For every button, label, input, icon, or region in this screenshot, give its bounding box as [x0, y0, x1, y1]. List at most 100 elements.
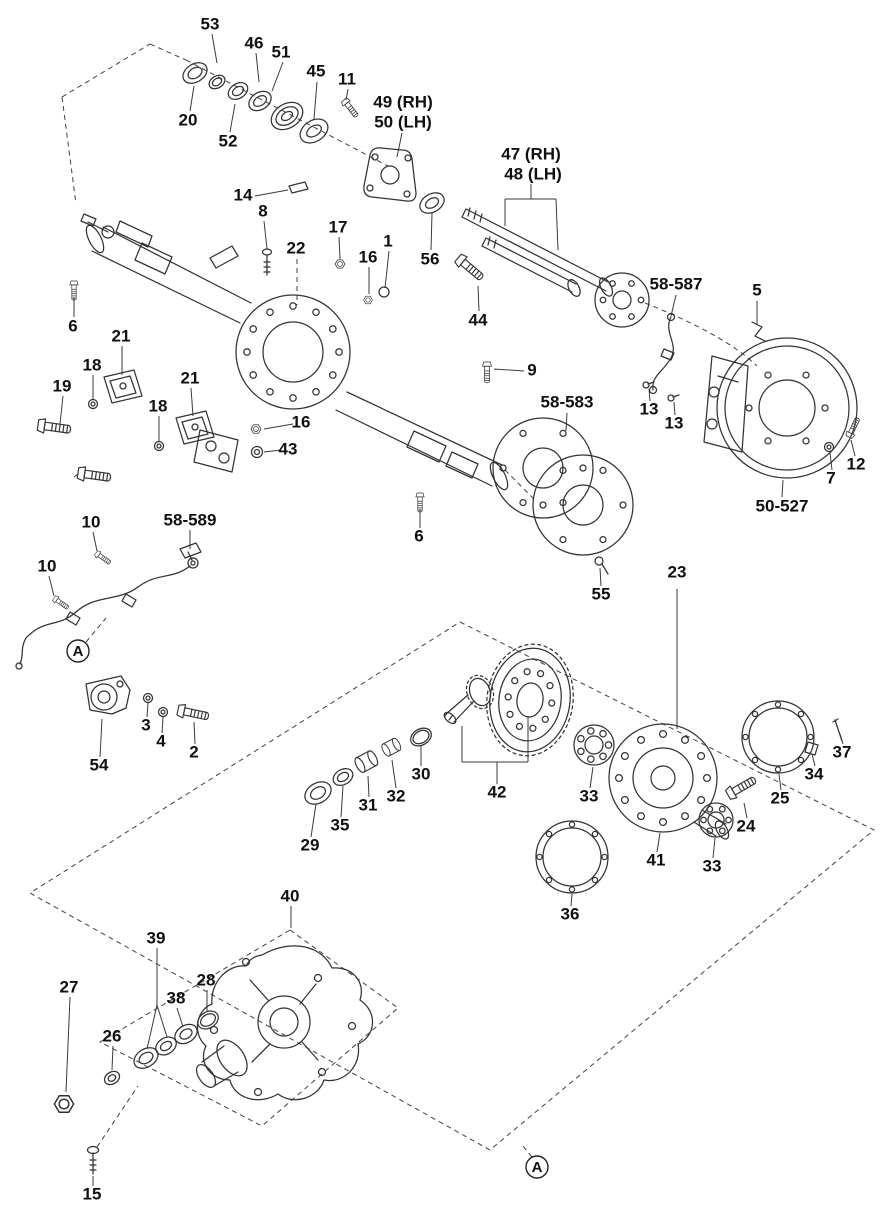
part-label-16: 16: [359, 247, 378, 266]
bolt-hole: [680, 812, 690, 821]
differential-internals: [304, 643, 843, 894]
bolt-hole: [697, 795, 706, 805]
bolt-hole: [519, 429, 527, 438]
part-label-49-rh-: 49 (RH): [373, 92, 433, 111]
part-label-12: 12: [847, 454, 866, 473]
part-label-21: 21: [181, 368, 200, 387]
oil-seal: [299, 118, 329, 144]
bolt-hole: [599, 466, 607, 475]
bolt-hole: [515, 722, 524, 731]
part-label-26: 26: [103, 1026, 122, 1045]
bolt-hole: [700, 816, 707, 824]
bolt-hole: [545, 830, 553, 838]
bolt-hole: [680, 735, 690, 744]
reference-marker-label: A: [532, 1159, 543, 1176]
ring-gear: [486, 643, 574, 757]
bolt-hole: [620, 795, 629, 805]
bolt-hole: [536, 853, 543, 861]
bolt-hole: [586, 727, 595, 735]
axle-shafts: [461, 207, 650, 328]
bolt-15: [86, 1145, 100, 1175]
part-label-15: 15: [83, 1184, 102, 1203]
bolt-hole: [591, 876, 599, 884]
part-label-51: 51: [272, 42, 291, 61]
bolt-hole: [742, 733, 749, 741]
bolt-hole: [559, 498, 567, 507]
bolt-hole: [614, 773, 624, 783]
part-label-38: 38: [167, 988, 186, 1007]
part-label-47-rh-: 47 (RH): [501, 144, 561, 163]
reference-marker-a: A: [66, 639, 90, 663]
bolt-hole: [249, 325, 258, 333]
part-label-46: 46: [245, 33, 264, 52]
part-label-14: 14: [234, 185, 253, 204]
axle-seal-56: [419, 192, 445, 214]
bolt-hole: [751, 756, 759, 764]
bolt-hole: [335, 348, 343, 356]
bolt-19a: [36, 417, 73, 438]
bolt-hole: [797, 710, 805, 718]
part-label-6: 6: [414, 526, 423, 545]
bolt-hole: [243, 348, 251, 356]
abs-sensor-wire: [15, 542, 202, 670]
bolt-hole: [628, 280, 635, 287]
bolt-hole: [821, 404, 829, 412]
gasket-25: [741, 700, 815, 774]
carrier-housing-boundary: [98, 929, 399, 1127]
nut-17: [334, 259, 346, 269]
hub-bearing-seal-stack: [182, 62, 329, 144]
part-label-40: 40: [281, 886, 300, 905]
bolt-hole: [599, 729, 607, 738]
part-label-10: 10: [38, 556, 57, 575]
bolt-hole: [764, 437, 772, 445]
housing-hardware: [250, 181, 373, 459]
pinion-carrier-housing: [195, 945, 374, 1101]
bolt-hole: [658, 817, 668, 827]
part-label-23: 23: [668, 562, 687, 581]
bolt-hole: [328, 371, 337, 379]
part-label-30: 30: [412, 764, 431, 783]
pin-37: [832, 718, 843, 742]
bolt-9: [482, 361, 492, 384]
bolt-hole: [802, 437, 810, 445]
fitting-13a: [642, 381, 650, 389]
bolt-hole: [599, 535, 607, 544]
spacer-32: [379, 736, 403, 758]
bolt-hole: [577, 747, 585, 756]
bolt-hole: [289, 302, 297, 310]
part-label-4: 4: [156, 731, 166, 750]
washer-43: [250, 445, 264, 459]
part-label-6: 6: [68, 316, 77, 335]
part-label-39: 39: [147, 928, 166, 947]
pinion-seal-stack: [53, 1010, 219, 1175]
part-label-13: 13: [640, 399, 659, 418]
bolt-hole: [541, 715, 549, 723]
part-label-45: 45: [307, 61, 326, 80]
part-label-48-lh-: 48 (LH): [504, 164, 562, 183]
nut-27: [53, 1094, 75, 1114]
washer-7: [823, 441, 835, 453]
part-label-20: 20: [179, 110, 198, 129]
part-label-31: 31: [359, 795, 378, 814]
bolt-hole: [506, 710, 514, 718]
bolt-hole: [599, 296, 607, 304]
nut-16: [363, 295, 373, 305]
bolt-hole: [559, 466, 567, 475]
brake-disc-assembly: [703, 321, 863, 479]
bolt-hole: [751, 710, 759, 718]
bolt-8: [263, 254, 271, 276]
bearing-31: [352, 748, 381, 775]
bolt-hole: [519, 498, 527, 507]
differential-case-41: [608, 723, 730, 840]
part-label-17: 17: [329, 217, 348, 236]
bolt-hole: [568, 886, 576, 893]
bolt-hole: [539, 501, 547, 509]
bolt-19b: [76, 465, 113, 486]
bolt-hole: [266, 387, 274, 396]
bolt-hole: [706, 805, 714, 813]
ring-30: [410, 727, 432, 747]
damper-bracket: [85, 675, 211, 724]
washer-3: [142, 692, 154, 704]
bolt-hole: [577, 734, 585, 743]
bolt-hole: [266, 308, 274, 317]
